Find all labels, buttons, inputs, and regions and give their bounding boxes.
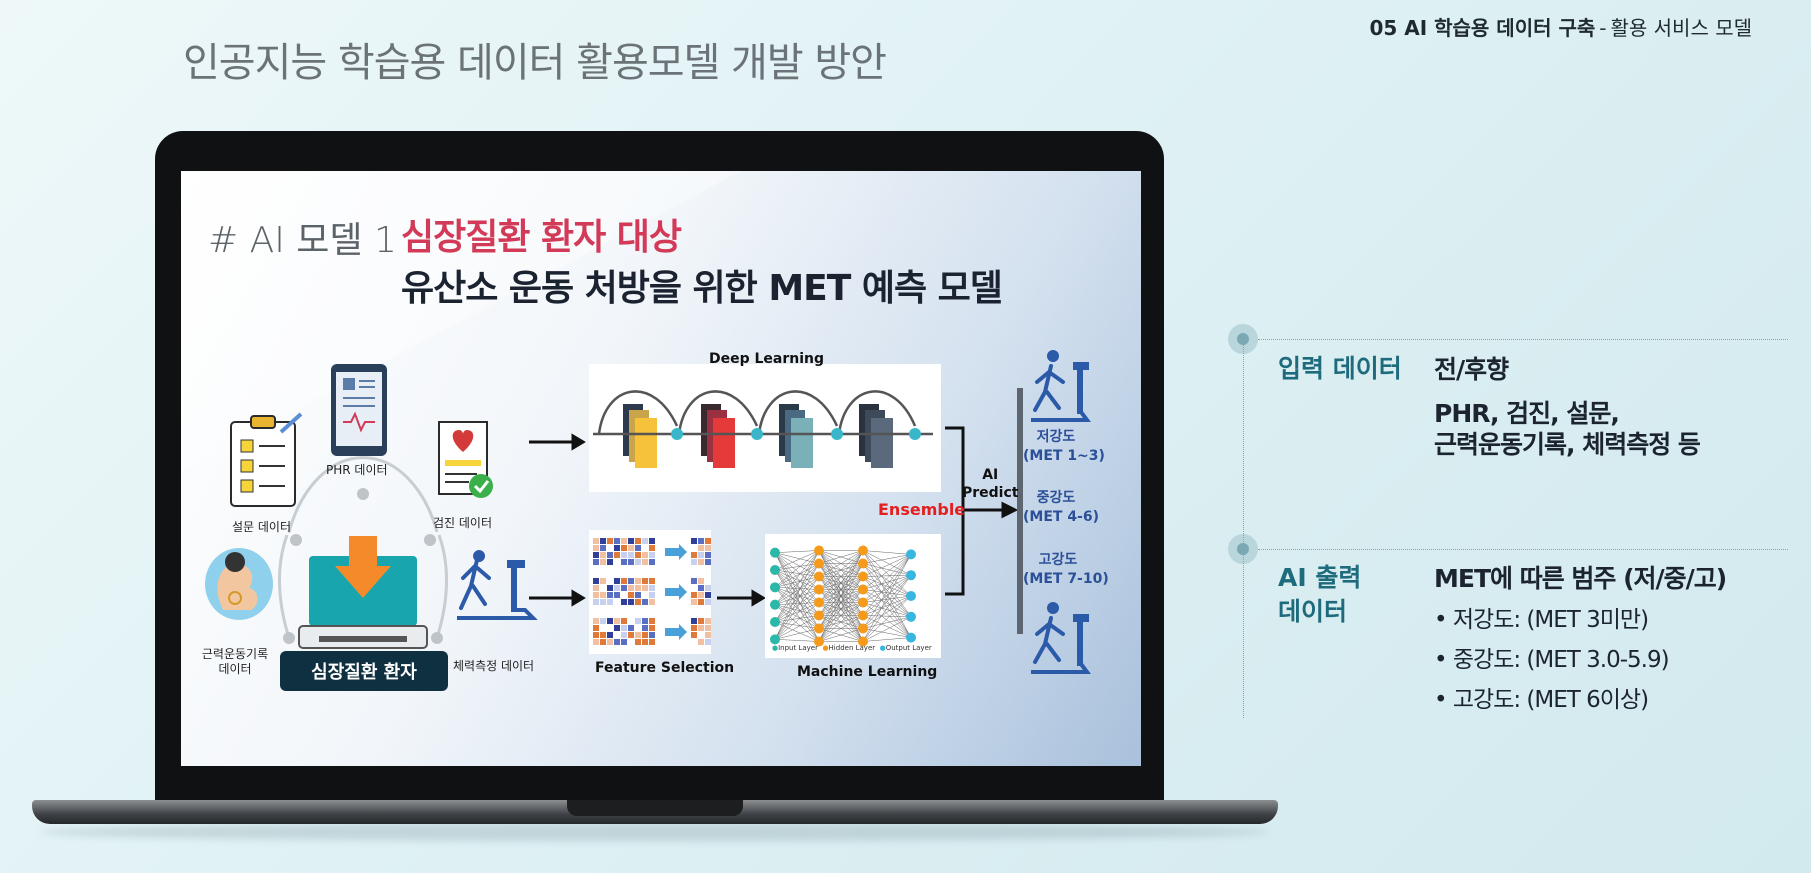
ml-legend-hidden: Hidden Layer bbox=[828, 644, 876, 652]
output-bullet-high: • 고강도: (MET 6이상) bbox=[1434, 687, 1649, 713]
input-data-key: 입력 데이터 bbox=[1278, 354, 1402, 383]
muscle-label-line1: 근력운동기록 bbox=[201, 647, 269, 661]
slide-title: 유산소 운동 처방을 위한 MET 예측 모델 bbox=[401, 268, 1003, 309]
muscle-label: 근력운동기록 데이터 bbox=[200, 647, 270, 677]
muscle-icon bbox=[205, 548, 273, 620]
output-bullet-mid-text: 중강도: (MET 3.0-5.9) bbox=[1452, 647, 1670, 673]
panel-vertical-rule bbox=[1243, 338, 1244, 718]
output-bullet-high-text: 고강도: (MET 6이상) bbox=[1452, 687, 1649, 713]
intensity-low-name: 저강도 bbox=[1036, 429, 1076, 445]
phr-label: PHR 데이터 bbox=[326, 463, 388, 477]
feature-selection-diagram bbox=[589, 530, 711, 654]
tablet-icon bbox=[331, 364, 387, 456]
ensemble-label: Ensemble bbox=[878, 500, 966, 519]
slide-title-target: 심장질환 환자 대상 bbox=[401, 217, 682, 258]
ensemble-bracket bbox=[945, 388, 1023, 634]
low-intensity-icon bbox=[1031, 350, 1091, 422]
output-bullet-icon bbox=[1228, 534, 1258, 564]
feature-selection-label: Feature Selection bbox=[595, 660, 735, 676]
survey-icon bbox=[230, 412, 303, 507]
ai-predict-line2: Predict bbox=[962, 485, 1019, 501]
machine-learning-label: Machine Learning bbox=[797, 664, 938, 680]
ml-legend: ●Input Layer ●Hidden Layer ●Output Layer bbox=[772, 644, 932, 652]
output-key-line1: AI 출력 bbox=[1278, 563, 1362, 592]
intensity-low-range: (MET 1~3) bbox=[1023, 448, 1105, 464]
slide-tag: # AI 모델 1 bbox=[208, 220, 397, 261]
input-bullet-icon bbox=[1228, 324, 1258, 354]
breadcrumb: 05 AI 학습용 데이터 구축-활용 서비스 모델 bbox=[1369, 12, 1752, 41]
ai-predict-label: AI Predict bbox=[962, 466, 1018, 502]
treadmill-icon bbox=[457, 550, 538, 620]
ai-predict-line1: AI bbox=[982, 467, 999, 483]
page-title: 인공지능 학습용 데이터 활용모델 개발 방안 bbox=[183, 40, 887, 86]
deep-learning-label: Deep Learning bbox=[709, 351, 825, 367]
laptop-notch bbox=[567, 800, 743, 816]
survey-label: 설문 데이터 bbox=[232, 520, 292, 534]
intensity-high-range: (MET 7-10) bbox=[1023, 571, 1109, 587]
high-intensity-icon bbox=[1031, 602, 1091, 674]
breadcrumb-section: 05 AI 학습용 데이터 구축 bbox=[1369, 16, 1596, 40]
output-bullet-low-text: 저강도: (MET 3미만) bbox=[1452, 607, 1649, 633]
input-data-line1: 전/후향 bbox=[1434, 355, 1509, 384]
ml-legend-output: Output Layer bbox=[885, 644, 932, 652]
intensity-mid: 중강도 (MET 4-6) bbox=[1023, 489, 1100, 527]
output-data-line1: MET에 따른 범주 (저/중/고) bbox=[1434, 564, 1727, 593]
flow-arrows bbox=[529, 433, 766, 607]
deep-learning-diagram bbox=[589, 364, 941, 492]
output-bullet-mid: • 중강도: (MET 3.0-5.9) bbox=[1434, 647, 1670, 673]
panel-rule-output bbox=[1258, 549, 1788, 550]
breadcrumb-subsection: 활용 서비스 모델 bbox=[1610, 16, 1752, 40]
fitness-label: 체력측정 데이터 bbox=[453, 659, 535, 673]
intensity-mid-range: (MET 4-6) bbox=[1023, 509, 1100, 525]
intensity-mid-name: 중강도 bbox=[1036, 490, 1076, 506]
input-data-line3: 근력운동기록, 체력측정 등 bbox=[1434, 430, 1701, 459]
arc-nodes bbox=[283, 488, 443, 644]
output-bullet-low: • 저강도: (MET 3미만) bbox=[1434, 607, 1649, 633]
breadcrumb-separator: - bbox=[1599, 16, 1607, 40]
model-diagram bbox=[205, 350, 1091, 674]
laptop-shadow bbox=[40, 823, 1270, 841]
input-data-line2: PHR, 검진, 설문, bbox=[1434, 399, 1620, 428]
panel-rule-input bbox=[1258, 339, 1788, 340]
intensity-high-name: 고강도 bbox=[1038, 552, 1078, 568]
ml-legend-input: Input Layer bbox=[778, 644, 818, 652]
intensity-high: 고강도 (MET 7-10) bbox=[1023, 551, 1109, 589]
machine-learning-diagram bbox=[765, 534, 941, 658]
output-data-key: AI 출력 데이터 bbox=[1278, 561, 1361, 629]
checkup-label: 검진 데이터 bbox=[433, 516, 493, 530]
intensity-low: 저강도 (MET 1~3) bbox=[1023, 428, 1105, 466]
screen-glare bbox=[181, 171, 741, 471]
download-laptop-icon bbox=[298, 536, 428, 649]
muscle-label-line2: 데이터 bbox=[218, 662, 252, 676]
patient-badge: 심장질환 환자 bbox=[280, 651, 448, 691]
output-key-line2: 데이터 bbox=[1278, 597, 1348, 626]
checkup-icon bbox=[438, 421, 493, 498]
